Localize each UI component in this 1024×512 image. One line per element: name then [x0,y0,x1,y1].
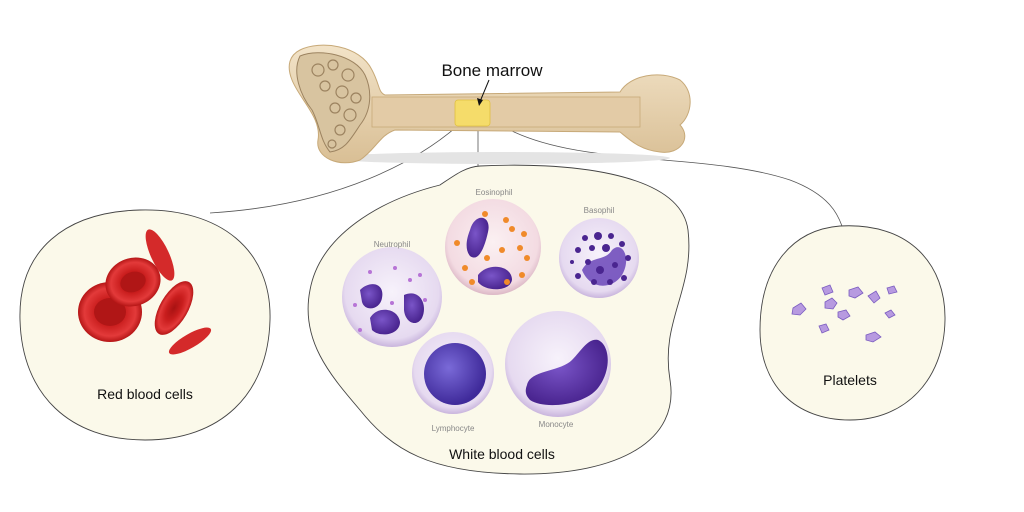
neutrophil-cell [342,247,442,347]
basophil-cell [559,218,639,298]
bone-marrow-label: Bone marrow [441,61,543,80]
monocyte-label: Monocyte [539,420,574,429]
lymphocyte-label: Lymphocyte [432,424,475,433]
neutrophil-label: Neutrophil [374,240,411,249]
red-blood-cells-label: Red blood cells [97,386,193,402]
platelets-group: Platelets [759,225,946,421]
red-blood-cells-group: Red blood cells [19,209,271,441]
monocyte-cell [505,311,611,417]
eosinophil-cell [445,199,541,295]
basophil-label: Basophil [584,206,615,215]
arrow-head-icon [477,98,483,106]
white-blood-cells-label: White blood cells [449,446,555,462]
eosinophil-label: Eosinophil [476,188,513,197]
lymphocyte-cell [412,332,494,414]
bone-illustration [288,44,691,164]
platelet-icons [791,284,898,343]
platelets-label: Platelets [823,372,877,388]
red-blood-cell-icons [78,229,212,355]
white-blood-cells-group: Neutrophil Eosinophil Basophil [307,164,690,475]
